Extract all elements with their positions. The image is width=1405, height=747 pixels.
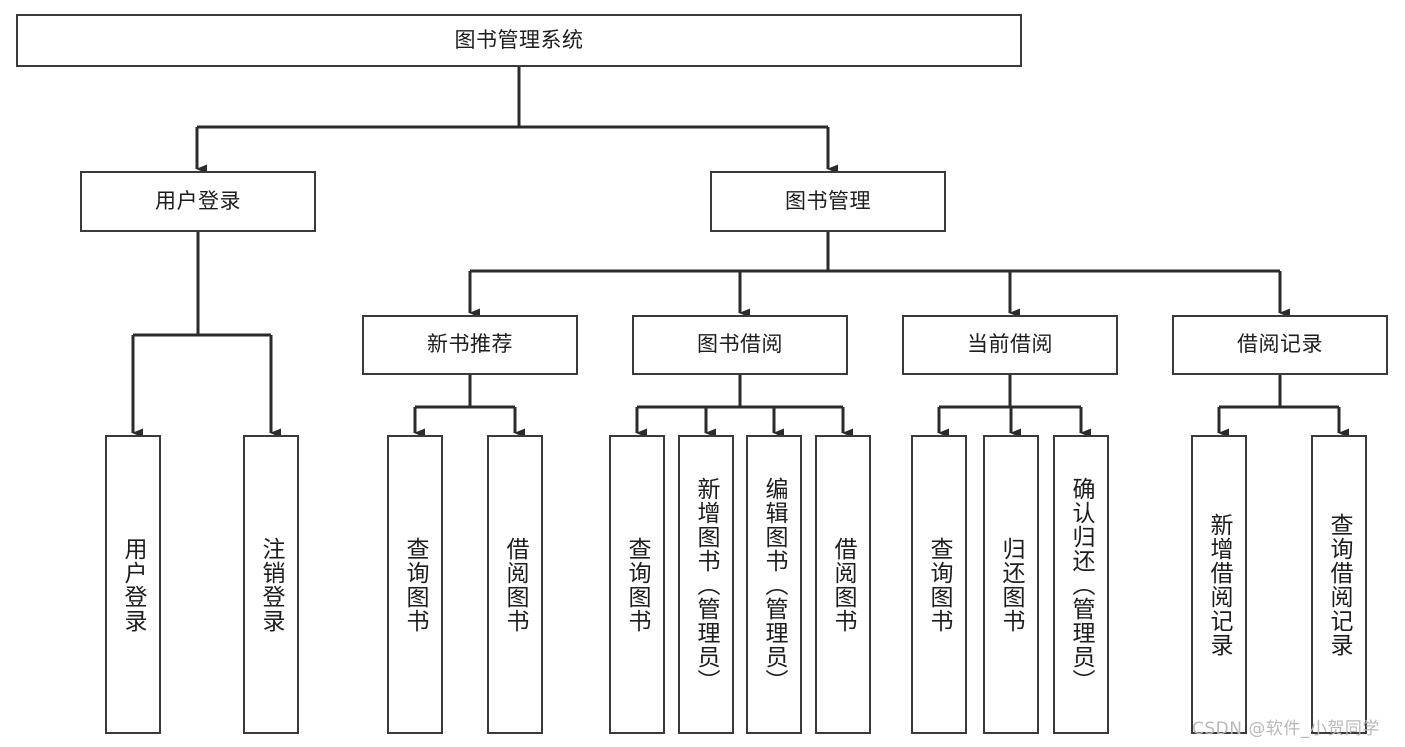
node-label: 新增图书（管理员） — [693, 476, 720, 693]
node-leaf-borrow-book[interactable]: 借阅图书 — [815, 435, 871, 734]
node-leaf-add-book[interactable]: 新增图书（管理员） — [678, 435, 734, 734]
node-label: 用户登录 — [120, 536, 147, 633]
node-label: 图书管理系统 — [454, 27, 584, 52]
node-leaf-query-book-borrow[interactable]: 查询图书 — [609, 435, 665, 734]
node-new-book-recommend[interactable]: 新书推荐 — [362, 315, 578, 375]
node-label: 借阅图书 — [830, 536, 857, 633]
node-label: 借阅图书 — [502, 536, 529, 633]
node-book-management[interactable]: 图书管理 — [710, 171, 946, 232]
node-label: 查询借阅记录 — [1326, 512, 1353, 657]
node-label: 图书借阅 — [697, 332, 783, 357]
node-leaf-borrow-book-recommend[interactable]: 借阅图书 — [487, 435, 543, 734]
node-leaf-user-logout[interactable]: 注销登录 — [243, 435, 299, 734]
node-label: 当前借阅 — [967, 332, 1053, 357]
connector-lines — [131, 67, 1349, 438]
node-label: 查询图书 — [402, 536, 429, 633]
node-leaf-return-book[interactable]: 归还图书 — [983, 435, 1039, 734]
node-leaf-add-borrow-record[interactable]: 新增借阅记录 — [1191, 435, 1247, 734]
node-root[interactable]: 图书管理系统 — [16, 14, 1022, 67]
node-label: 归还图书 — [998, 536, 1025, 633]
node-label: 新书推荐 — [427, 332, 513, 357]
node-user-login[interactable]: 用户登录 — [80, 171, 316, 232]
node-label: 用户登录 — [155, 188, 241, 213]
node-leaf-query-borrow-record[interactable]: 查询借阅记录 — [1311, 435, 1367, 734]
node-leaf-user-login[interactable]: 用户登录 — [105, 435, 161, 734]
node-label: 查询图书 — [624, 536, 651, 633]
node-leaf-edit-book[interactable]: 编辑图书（管理员） — [746, 435, 802, 734]
node-label: 查询图书 — [926, 536, 953, 633]
node-borrow-record[interactable]: 借阅记录 — [1172, 315, 1388, 375]
node-leaf-query-book-recommend[interactable]: 查询图书 — [387, 435, 443, 734]
node-leaf-confirm-return[interactable]: 确认归还（管理员） — [1053, 435, 1109, 734]
node-label: 编辑图书（管理员） — [761, 476, 788, 693]
node-label: 借阅记录 — [1237, 332, 1323, 357]
csdn-watermark: CSDN @软件_小贺同学 — [1192, 719, 1380, 739]
node-leaf-query-book-current[interactable]: 查询图书 — [911, 435, 967, 734]
node-current-borrow[interactable]: 当前借阅 — [902, 315, 1118, 375]
node-label: 新增借阅记录 — [1206, 512, 1233, 657]
node-label: 确认归还（管理员） — [1068, 476, 1095, 693]
node-book-borrow[interactable]: 图书借阅 — [632, 315, 848, 375]
node-label: 注销登录 — [258, 536, 285, 633]
node-label: 图书管理 — [785, 188, 871, 213]
